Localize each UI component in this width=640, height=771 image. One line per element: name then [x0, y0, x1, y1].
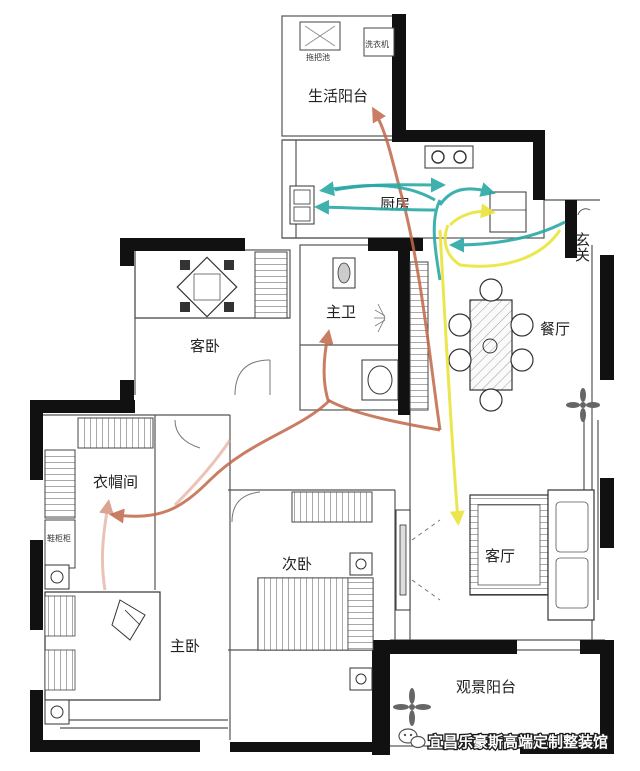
- room-label-guest-bedroom: 客卧: [190, 337, 220, 355]
- room-label-master-bath: 主卫: [326, 303, 356, 321]
- flow-route-pink: [173, 439, 232, 507]
- thick-walls: [30, 14, 614, 755]
- tv-view-lines: [411, 519, 441, 601]
- watermark-text: 宜昌乐豪斯高端定制整装馆: [428, 733, 608, 751]
- cloak-rack-side: [44, 449, 76, 519]
- plant-icon: [566, 388, 600, 422]
- flow-route-teal-5: [334, 177, 446, 193]
- washing-machine: 洗衣机: [363, 27, 395, 57]
- mop-sink: 拖把池: [299, 21, 341, 62]
- shower-head: [374, 303, 386, 333]
- flow-route-yellow-3: [448, 203, 496, 227]
- flow-route-yellow-1: [438, 229, 465, 526]
- master-bed: [44, 591, 161, 701]
- squat-toilet: [332, 257, 356, 289]
- room-label-second-bedroom: 次卧: [282, 555, 312, 573]
- room-label-service-balcony: 生活阳台: [308, 87, 368, 105]
- room-label-living-room: 客厅: [485, 547, 515, 565]
- second-wardrobe: [291, 491, 373, 523]
- flow-route-brown-3: [109, 398, 332, 524]
- flow-route-teal-1: [432, 199, 442, 281]
- washing-machine-label: 洗衣机: [365, 39, 389, 49]
- second-bed: [257, 577, 374, 651]
- nightstand-top: [44, 564, 70, 590]
- watermark: 宜昌乐豪斯高端定制整装馆: [398, 728, 609, 752]
- wash-basin: [361, 359, 399, 401]
- room-label-dining-room: 餐厅: [540, 320, 570, 338]
- guest-wardrobe: [254, 251, 288, 319]
- flow-route-teal-6: [449, 220, 566, 253]
- second-nightstand-bottom: [349, 667, 373, 691]
- sofa: [547, 489, 595, 621]
- cloak-rack-top: [77, 417, 154, 449]
- room-label-cloakroom: 衣帽间: [93, 473, 138, 491]
- tv-unit: [395, 509, 411, 611]
- stove: [424, 145, 474, 169]
- room-label-view-balcony: 观景阳台: [456, 678, 516, 696]
- balcony-plant-icon: [393, 688, 431, 726]
- room-label-master-bedroom: 主卧: [170, 637, 200, 655]
- shoe-cabinet-label: 鞋柜柜: [47, 533, 71, 543]
- nightstand-bottom: [44, 699, 70, 725]
- second-nightstand-top: [349, 552, 373, 576]
- dining-table: [448, 278, 534, 412]
- fridge: [489, 191, 527, 233]
- shoe-cabinet: [44, 519, 76, 569]
- flow-route-pink-2: [99, 499, 114, 591]
- wechat-icon: [398, 728, 426, 749]
- guest-table-set: [176, 256, 238, 318]
- flow-route-brown-1: [372, 106, 442, 431]
- flow-route-teal-4: [438, 182, 496, 206]
- living-rug: [469, 494, 549, 596]
- flow-route-yellow-2: [443, 224, 562, 268]
- kitchen-sink: [289, 185, 315, 225]
- room-label-entrance: 玄关: [573, 232, 591, 262]
- mop-sink-label: 拖把池: [306, 52, 330, 62]
- flow-route-teal-3: [314, 199, 436, 215]
